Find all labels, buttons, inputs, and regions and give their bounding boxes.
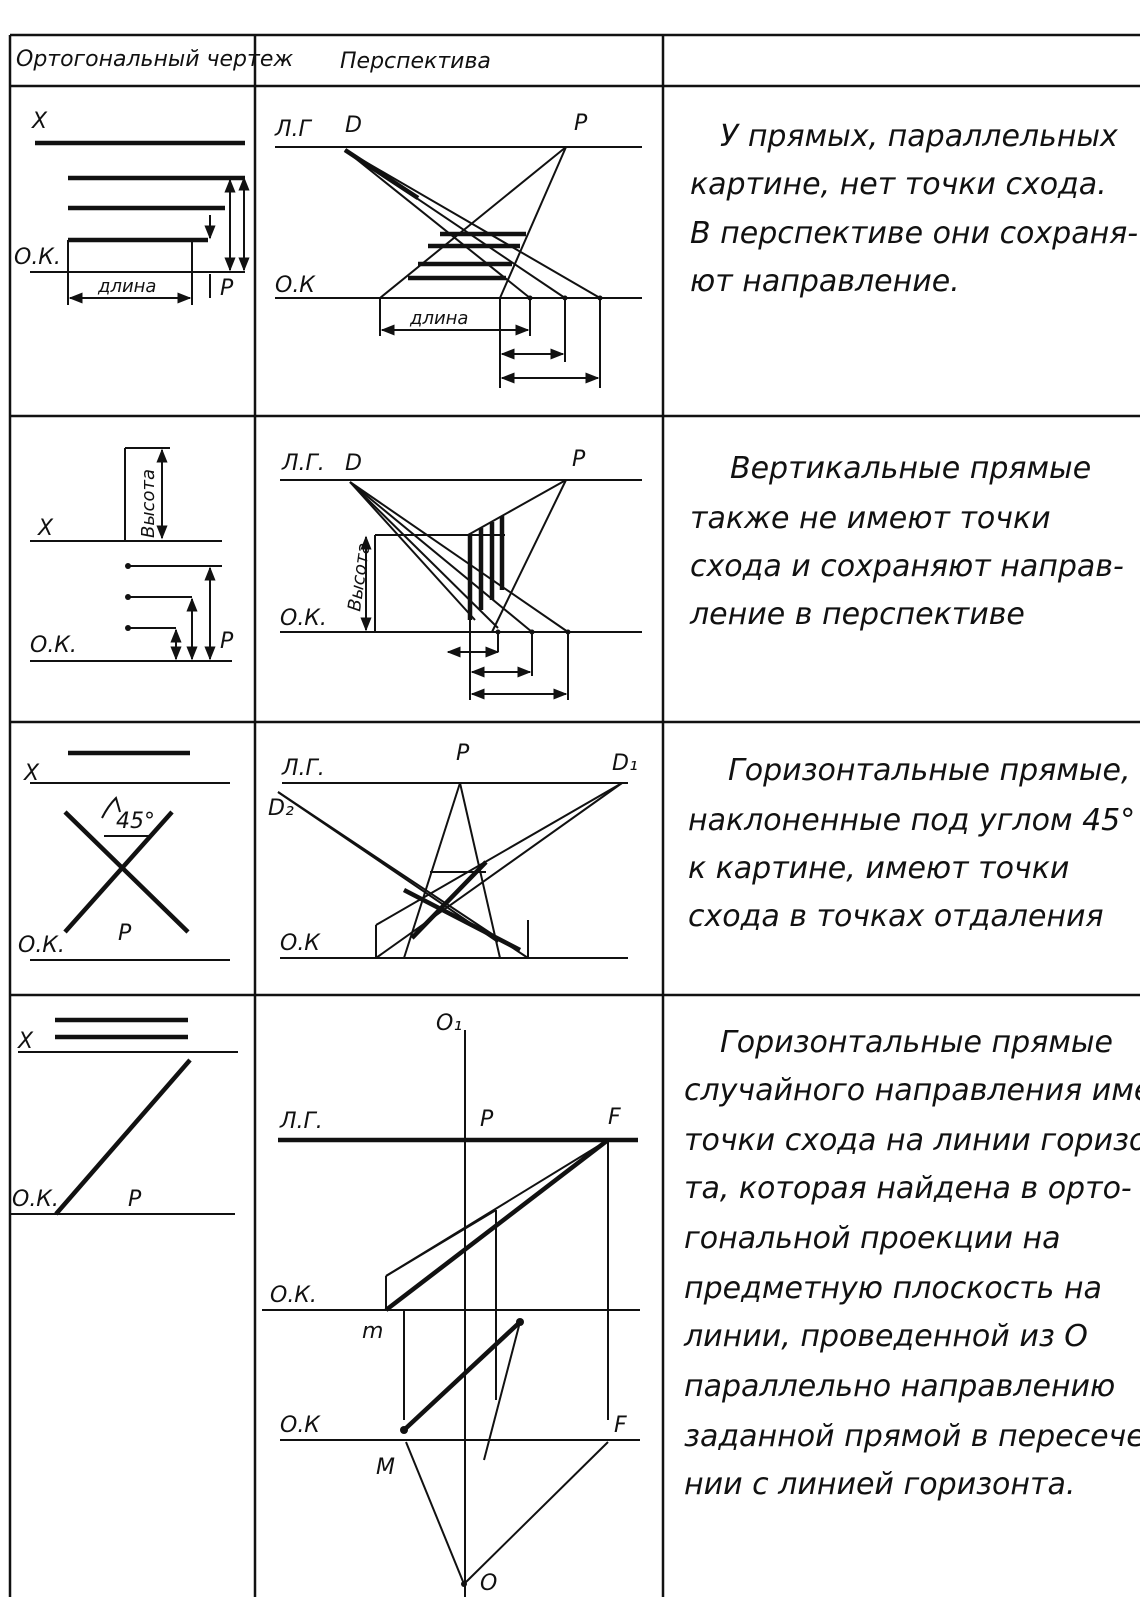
m-small-label: m <box>362 1319 383 1344</box>
f-bottom-label: F <box>614 1413 627 1438</box>
row-4-perspective: O₁ Л.Г. P F О.К. m О.К F M O <box>262 1011 640 1597</box>
ok-label: О.К. <box>30 633 77 658</box>
x-label: X <box>17 1029 34 1054</box>
row-2-description: Вертикальные прямые также не имеют точки… <box>689 451 1124 632</box>
ok-label: О.К. <box>18 933 65 958</box>
svg-text:гональной проекции на: гональной проекции на <box>684 1221 1061 1256</box>
ok-label: О.К <box>275 273 316 298</box>
ok-label: О.К. <box>280 606 327 631</box>
svg-text:Горизонтальные прямые,: Горизонтальные прямые, <box>728 753 1131 788</box>
svg-text:предметную плоскость на: предметную плоскость на <box>684 1271 1102 1306</box>
o1-point-label: O₁ <box>436 1011 462 1036</box>
svg-text:В перспективе они сохраня-: В перспективе они сохраня- <box>690 216 1138 251</box>
row-4-description: Горизонтальные прямые случайного направл… <box>683 1025 1140 1502</box>
svg-text:схода в точках отдаления: схода в точках отдаления <box>688 899 1104 934</box>
row-3-perspective: Л.Г. P D₁ D₂ О.К <box>268 741 638 959</box>
p-label: Р <box>118 921 132 946</box>
svg-text:та, которая найдена в орто-: та, которая найдена в орто- <box>684 1171 1132 1206</box>
svg-text:схода и сохраняют направ-: схода и сохраняют направ- <box>690 549 1124 584</box>
row-2-orthographic: Высота X О.К. Р <box>30 447 234 662</box>
ok-label: О.К <box>280 931 321 956</box>
m-big-label: M <box>376 1455 395 1480</box>
row-1-description: У прямых, параллельных картине, нет точк… <box>690 119 1138 299</box>
x-label: X <box>23 761 40 786</box>
row-3-description: Горизонтальные прямые, наклоненные под у… <box>688 753 1135 934</box>
horizon-label: Л.Г. <box>279 1109 323 1134</box>
o-point-label: O <box>480 1571 497 1596</box>
svg-text:к картине, имеют точки: к картине, имеют точки <box>688 851 1069 886</box>
length-label: длина <box>97 276 156 297</box>
horizon-label: Л.Г. <box>281 451 325 476</box>
svg-text:Вертикальные прямые: Вертикальные прямые <box>730 451 1091 486</box>
svg-text:случайного направления имеют: случайного направления имеют <box>684 1073 1140 1108</box>
ok-bottom-label: О.К <box>280 1413 321 1438</box>
p-point-label: P <box>480 1107 494 1132</box>
svg-text:параллельно направлению: параллельно направлению <box>684 1369 1115 1404</box>
angle-label: 45° <box>116 809 155 834</box>
header-orthographic: Ортогональный чертеж <box>16 47 293 72</box>
row-3-orthographic: X 45° О.К. Р <box>18 750 230 961</box>
ok-label: О.К. <box>12 1187 59 1212</box>
p-label: Р <box>220 629 234 654</box>
p-point-label: P <box>572 447 586 472</box>
row-4-orthographic: X О.К. Р <box>10 1017 238 1216</box>
length-label: длина <box>409 308 468 329</box>
svg-text:наклоненные под углом 45°: наклоненные под углом 45° <box>688 803 1135 838</box>
p-point-label: P <box>574 111 588 136</box>
svg-text:также не имеют точки: также не имеют точки <box>690 501 1051 536</box>
table-header: Ортогональный чертеж Перспектива <box>16 47 491 74</box>
svg-text:нии с линией горизонта.: нии с линией горизонта. <box>684 1467 1075 1502</box>
header-perspective: Перспектива <box>340 49 491 74</box>
f-top-label: F <box>608 1105 621 1130</box>
d1-point-label: D₁ <box>612 751 638 776</box>
svg-text:точки схода на линии горизон-: точки схода на линии горизон- <box>684 1123 1140 1158</box>
ok-top-label: О.К. <box>270 1283 317 1308</box>
p-point-label: P <box>456 741 470 766</box>
svg-text:картине, нет точки схода.: картине, нет точки схода. <box>690 167 1107 202</box>
svg-text:У прямых, параллельных: У прямых, параллельных <box>720 119 1118 154</box>
d-point-label: D <box>345 451 362 476</box>
x-label: X <box>37 516 54 541</box>
height-label: Высота <box>344 541 374 612</box>
ok-label: О.К. <box>14 245 61 270</box>
svg-text:ют направление.: ют направление. <box>690 264 960 299</box>
horizon-label: Л.Г <box>274 117 313 142</box>
row-1-orthographic: X О.К. длина Р <box>14 109 250 305</box>
svg-text:Горизонтальные прямые: Горизонтальные прямые <box>720 1025 1113 1060</box>
row-1-perspective: Л.Г D P О.К длина <box>274 111 642 388</box>
x-label: X <box>31 109 48 134</box>
p-label: Р <box>220 276 234 301</box>
p-label: Р <box>128 1187 142 1212</box>
horizon-label: Л.Г. <box>281 756 325 781</box>
svg-text:ление в перспективе: ление в перспективе <box>689 597 1025 632</box>
d-point-label: D <box>345 113 362 138</box>
height-label: Высота <box>138 469 159 538</box>
svg-text:заданной прямой в пересече-: заданной прямой в пересече- <box>684 1419 1140 1454</box>
row-2-perspective: Л.Г. D P О.К. Высота <box>280 447 642 700</box>
svg-text:линии, проведенной из О: линии, проведенной из О <box>683 1319 1088 1354</box>
table-grid <box>8 33 1140 1597</box>
